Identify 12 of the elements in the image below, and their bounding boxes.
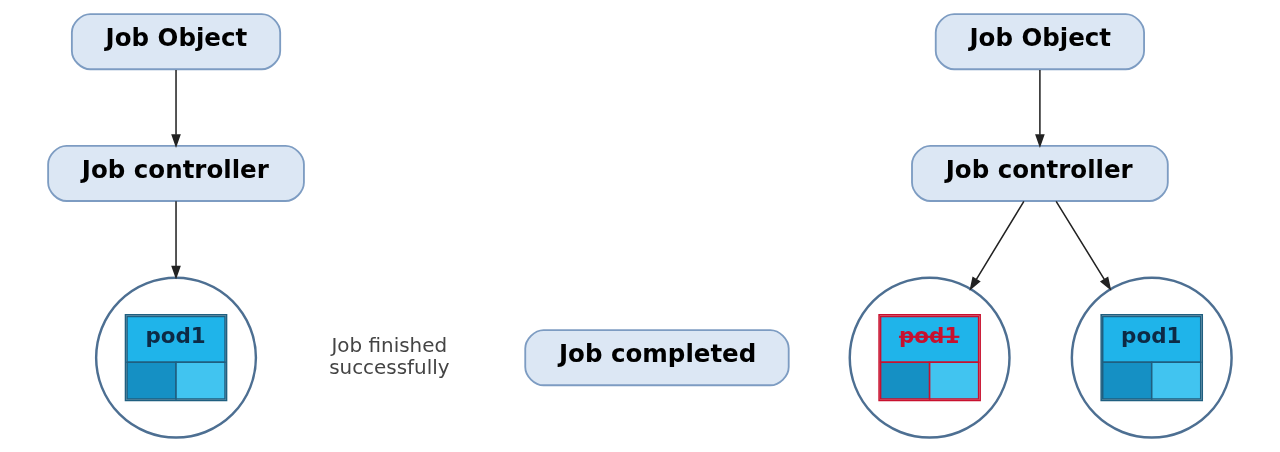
node-box: Job controller	[47, 144, 305, 202]
arrow	[969, 200, 1025, 291]
node-box: Job completed	[524, 329, 790, 387]
node-circle: pod1	[94, 276, 258, 439]
node-label: Job finished successfully	[329, 334, 450, 379]
node-box: Job controller	[911, 144, 1169, 202]
node-box: Job Object	[70, 13, 282, 71]
arrow	[171, 69, 181, 148]
arrow	[1035, 69, 1045, 148]
arrow	[1055, 200, 1112, 291]
node-box: Job Object	[934, 13, 1145, 71]
arrow	[171, 200, 181, 280]
